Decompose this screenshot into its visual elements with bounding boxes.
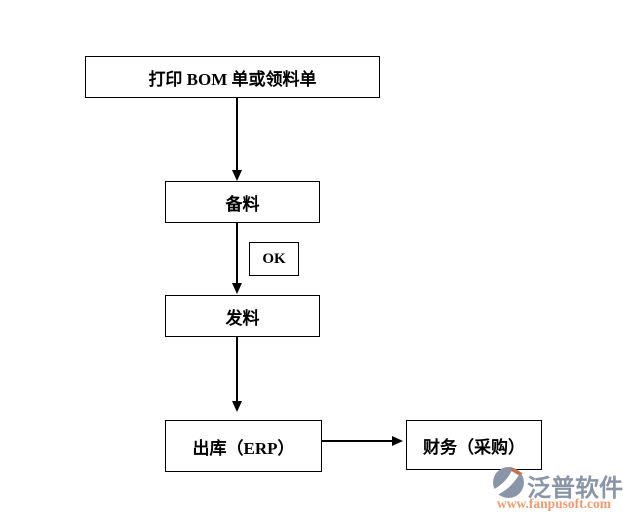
watermark-brand-text: 泛普软件 xyxy=(527,475,623,502)
flow-node-label: 发料 xyxy=(225,308,260,328)
flow-node-label: 打印 BOM 单或领料单 xyxy=(148,69,317,89)
arrowhead-down-icon xyxy=(232,401,242,412)
flow-node-label: 财务（采购） xyxy=(423,437,525,457)
arrow-line xyxy=(236,337,238,402)
arrow-line xyxy=(322,440,393,442)
flow-node-ok: OK xyxy=(249,242,299,276)
fanpu-logo-icon xyxy=(493,467,524,498)
arrowhead-down-icon xyxy=(232,170,242,181)
flow-node-outbound-erp: 出库（ERP） xyxy=(165,420,322,472)
flow-node-prepare-material: 备料 xyxy=(165,181,320,223)
flow-node-label: 出库（ERP） xyxy=(192,438,295,458)
flow-node-issue-material: 发料 xyxy=(165,295,320,337)
watermark-url: www.fanpusoft.com xyxy=(497,496,612,511)
arrowhead-down-icon xyxy=(232,283,242,294)
arrow-line xyxy=(236,98,238,171)
watermark: 泛普软件 www.fanpusoft.com xyxy=(490,463,623,513)
flow-node-label: OK xyxy=(262,250,286,267)
arrow-line xyxy=(236,223,238,284)
flow-node-label: 备料 xyxy=(225,194,260,214)
flow-node-finance-purchase: 财务（采购） xyxy=(406,420,542,470)
arrowhead-right-icon xyxy=(392,436,403,446)
flow-node-print-bom: 打印 BOM 单或领料单 xyxy=(85,56,380,98)
